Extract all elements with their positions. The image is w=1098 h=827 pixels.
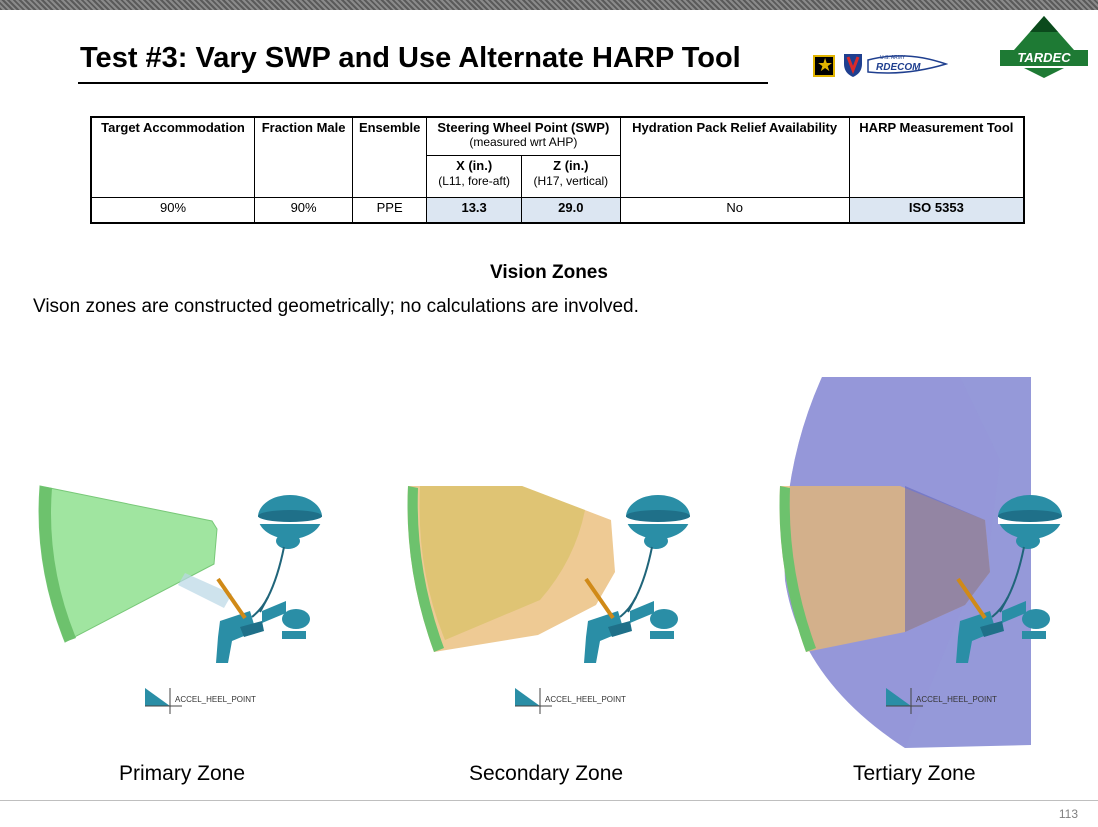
header-z-note: (H17, vertical) [533, 173, 609, 188]
cell-z: 29.0 [521, 196, 621, 224]
tertiary-accel-heel-point-label: ACCEL_HEEL_POINT [916, 695, 997, 704]
page-number: 113 [1058, 807, 1078, 821]
header-swp-title: Steering Wheel Point (SWP) [437, 120, 610, 135]
secondary-accel-heel-point: ACCEL_HEEL_POINT [515, 688, 626, 714]
vision-zones-description: Vison zones are constructed geometricall… [33, 296, 639, 317]
secondary-accel-heel-point-label: ACCEL_HEEL_POINT [545, 695, 626, 704]
secondary-zone-label: Secondary Zone [469, 762, 624, 785]
header-x-note: (L11, fore-aft) [438, 173, 511, 188]
rdecom-name-text: RDECOM [876, 62, 921, 73]
header-harp-tool: HARP Measurement Tool [848, 116, 1025, 198]
cell-fraction-male: 90% [254, 196, 354, 224]
cell-target-accommodation: 90% [90, 196, 256, 224]
cell-x: 13.3 [426, 196, 523, 224]
table-row: 90% 90% PPE 13.3 29.0 No ISO 5353 [90, 196, 1025, 224]
primary-zone-diagram: ACCEL_HEEL_POINT [38, 485, 324, 714]
tertiary-zone-label: Tertiary Zone [853, 762, 976, 785]
vision-zones-figure: ACCEL_HEEL_POINT ACCEL_HEEL_POINT ACCEL_… [38, 377, 1064, 748]
primary-manikin-figure [214, 493, 324, 665]
footer-divider [0, 800, 1098, 801]
top-decorative-strip [0, 0, 1098, 10]
tardec-logo: TARDEC [1000, 16, 1088, 78]
tertiary-accel-heel-point: ACCEL_HEEL_POINT [886, 688, 997, 714]
header-z-title: Z (in.) [553, 157, 589, 173]
tardec-logo-text: TARDEC [1017, 50, 1071, 65]
rdecom-shield-icon [844, 54, 862, 77]
primary-accel-heel-point: ACCEL_HEEL_POINT [145, 688, 256, 714]
rdecom-logo: U.S. ARMY RDECOM [867, 55, 948, 74]
cell-hydration: No [619, 196, 850, 224]
tertiary-zone-diagram: ACCEL_HEEL_POINT [779, 377, 1064, 748]
primary-accel-heel-point-label: ACCEL_HEEL_POINT [175, 695, 256, 704]
title-underline [78, 82, 768, 84]
vision-zones-heading: Vision Zones [490, 262, 608, 283]
header-ensemble: Ensemble [352, 116, 428, 198]
slide-title: Test #3: Vary SWP and Use Alternate HARP… [80, 42, 741, 74]
test-parameters-table: Target Accommodation Fraction Male Ensem… [90, 116, 1025, 224]
us-army-logo: ★ [813, 55, 835, 77]
header-x-title: X (in.) [456, 157, 493, 173]
header-hydration: Hydration Pack Relief Availability [619, 116, 850, 198]
cell-harp-tool: ISO 5353 [848, 196, 1025, 224]
rdecom-top-text: U.S. ARMY [880, 55, 906, 61]
primary-zone-label: Primary Zone [119, 762, 246, 785]
secondary-zone-diagram: ACCEL_HEEL_POINT [407, 486, 692, 714]
header-swp-note: (measured wrt AHP) [469, 135, 578, 149]
